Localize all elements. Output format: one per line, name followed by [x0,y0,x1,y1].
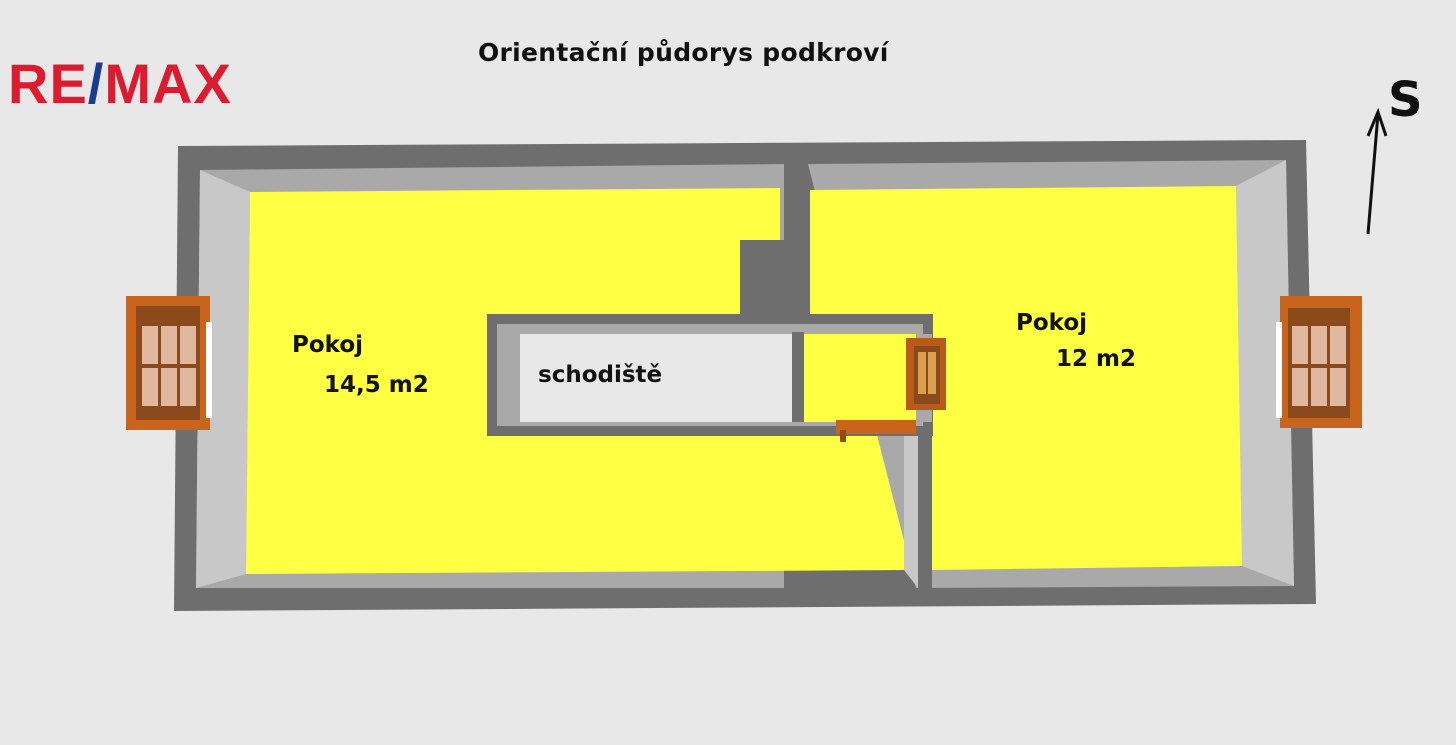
partition-wall [904,432,918,588]
room-left-name: Pokoj [292,332,364,358]
left-window [126,296,212,430]
right-window [1276,296,1362,428]
room-right-name: Pokoj [1016,310,1088,336]
compass-letter: S [1388,72,1423,128]
logo-text-left: RE [8,52,88,115]
stairs-corner-floor [804,334,916,422]
radiator [836,420,916,442]
left-room-wall-shade [196,170,250,588]
right-room-floor [810,186,1242,570]
right-room-wall-shade [1236,160,1294,586]
partition-wall-core [918,420,932,588]
plan-title: Orientační půdorys podkroví [478,38,889,67]
interior-wall-block [740,240,808,316]
room-left-area: 14,5 m2 [324,372,429,398]
stairs-divider [792,332,804,422]
stairs-label: schodiště [538,362,663,388]
remax-logo: RE/MAX [8,52,232,116]
logo-slash: / [87,52,105,115]
logo-text-right: MAX [104,52,232,115]
room-right-area: 12 m2 [1056,346,1136,372]
north-arrow-icon [1366,107,1388,235]
door-window [906,338,946,410]
stairs-landing [520,334,792,422]
